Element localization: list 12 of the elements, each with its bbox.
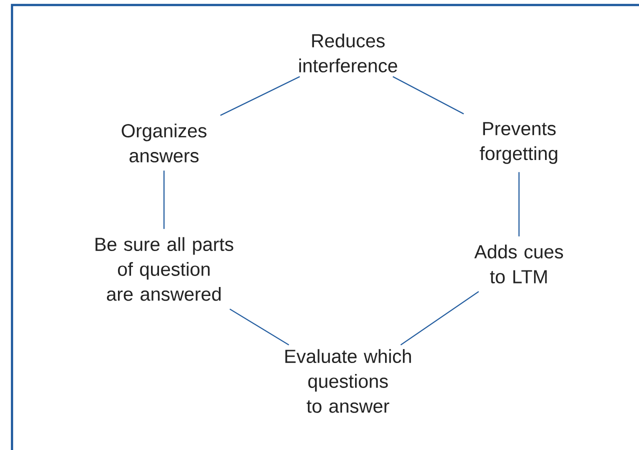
connector-line (220, 76, 300, 116)
concept-label: Be sure all parts of question are answered (96, 237, 234, 301)
concept-label: Reduces interference (299, 34, 398, 72)
connector-line (163, 170, 165, 229)
connector-line (518, 172, 520, 236)
connector-line (230, 308, 290, 346)
concept-label: Evaluate which questions to answer (285, 349, 411, 413)
connector-line (392, 76, 464, 114)
concept-label: Adds cues to LTM (474, 244, 564, 284)
concept-label: Organizes answers (122, 124, 206, 162)
concept-label: Prevents forgetting (480, 122, 558, 164)
connector-line (400, 291, 479, 346)
